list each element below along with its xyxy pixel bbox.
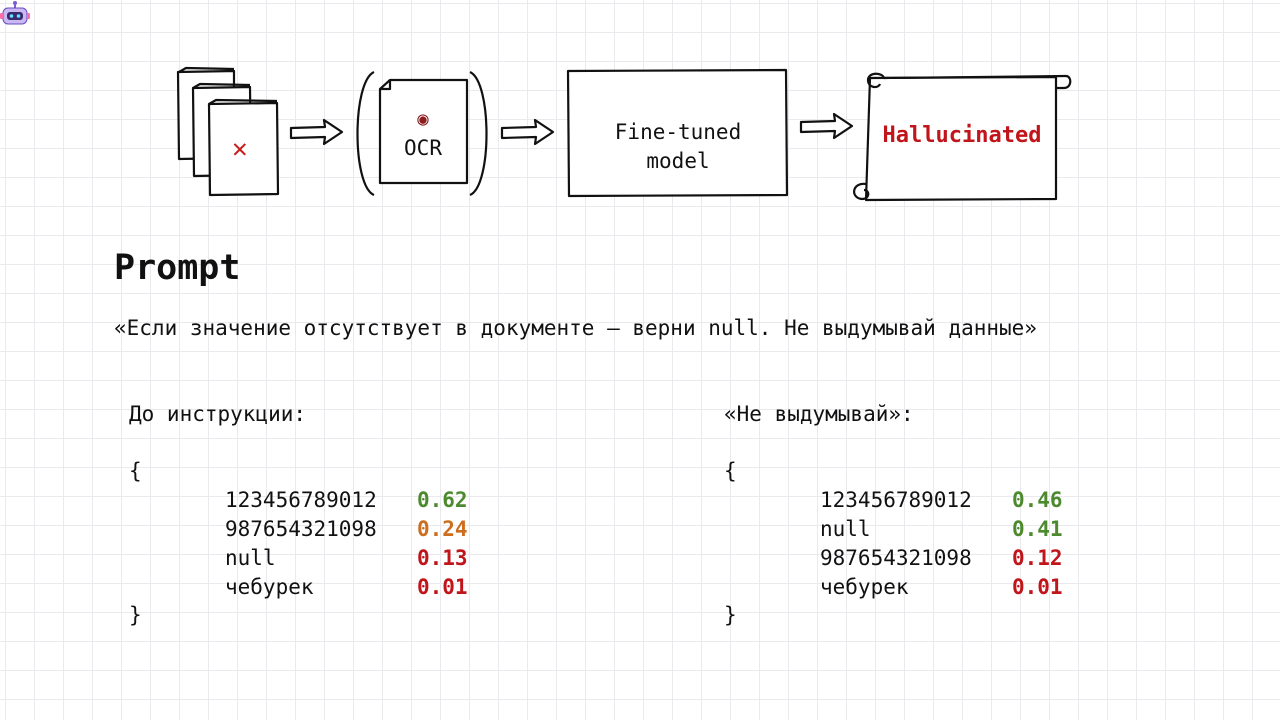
row-key: чебурек <box>820 575 909 599</box>
document-stack-icon <box>176 66 280 197</box>
open-brace: { <box>129 459 142 483</box>
result-row: 987654321098 0.12 <box>820 544 1063 573</box>
row-key: 123456789012 <box>225 488 377 512</box>
model-label-line2: model <box>646 149 710 173</box>
before-instruction-block: До инструкции: { 123456789012 0.62 987654… <box>129 400 649 640</box>
scroll-icon <box>853 72 1072 202</box>
result-row: 987654321098 0.24 <box>225 515 468 544</box>
result-row: null 0.41 <box>820 515 1063 544</box>
row-probability: 0.41 <box>1012 517 1063 541</box>
row-probability: 0.01 <box>417 575 468 599</box>
x-mark-icon: ✕ <box>232 134 248 164</box>
row-key: 123456789012 <box>820 488 972 512</box>
row-key: null <box>225 546 276 570</box>
open-brace: { <box>724 459 737 483</box>
prompt-title: Prompt <box>114 248 241 288</box>
robot-icon <box>0 1 30 25</box>
arrow-right-icon <box>289 118 344 146</box>
ocr-label: OCR <box>404 136 442 160</box>
row-probability: 0.12 <box>1012 546 1063 570</box>
arrow-right-icon <box>500 118 555 146</box>
result-row: 123456789012 0.46 <box>820 486 1063 515</box>
after-instruction-block: «Не выдумывай»: { 123456789012 0.46 null 0… <box>724 400 1244 640</box>
prompt-text: «Если значение отсутствует в документе —… <box>114 316 1037 340</box>
ocr-document-icon <box>378 78 469 185</box>
row-probability: 0.62 <box>417 488 468 512</box>
close-brace: } <box>129 603 142 627</box>
pipeline-drawing <box>176 66 1072 202</box>
arrow-right-icon <box>799 112 854 140</box>
result-row: null 0.13 <box>225 544 468 573</box>
row-key: 987654321098 <box>225 517 377 541</box>
row-probability: 0.24 <box>417 517 468 541</box>
row-key: null <box>820 517 871 541</box>
ocr-bracket-right <box>469 71 488 197</box>
close-brace: } <box>724 603 737 627</box>
result-row: чебурек 0.01 <box>225 573 468 602</box>
row-key: чебурек <box>225 575 314 599</box>
row-probability: 0.46 <box>1012 488 1063 512</box>
ocr-bracket-left <box>356 71 375 197</box>
row-key: 987654321098 <box>820 546 972 570</box>
row-probability: 0.01 <box>1012 575 1063 599</box>
eye-icon: ◉ <box>417 108 429 130</box>
result-row: чебурек 0.01 <box>820 573 1063 602</box>
row-probability: 0.13 <box>417 546 468 570</box>
pipeline-diagram: ✕ ◉ OCR Fine-tuned model Hallucinated <box>0 0 1280 220</box>
result-row: 123456789012 0.62 <box>225 486 468 515</box>
hallucinated-label: Hallucinated <box>882 123 1042 148</box>
model-label: Fine-tuned model <box>570 118 786 176</box>
model-label-line1: Fine-tuned <box>614 120 742 144</box>
model-box <box>566 68 789 198</box>
before-heading: До инструкции: <box>129 402 307 426</box>
after-heading: «Не выдумывай»: <box>724 402 914 426</box>
